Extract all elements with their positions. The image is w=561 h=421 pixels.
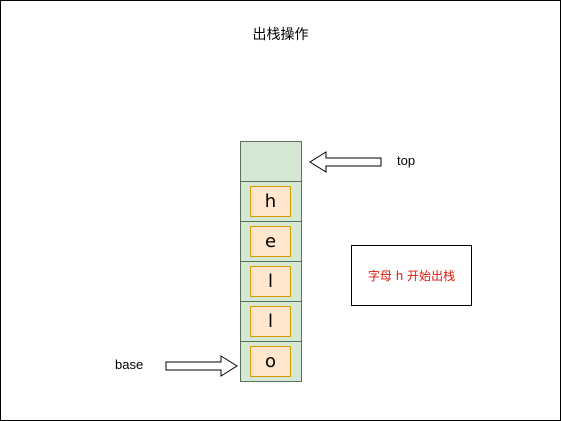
stack-letter: h	[250, 186, 291, 217]
note-text: 字母 h 开始出栈	[367, 269, 456, 283]
top-label: top	[397, 153, 416, 168]
stack-letter: l	[250, 306, 291, 337]
top-pointer-arrow-icon	[309, 151, 382, 173]
diagram-title: 出栈操作	[252, 27, 309, 43]
note-box: 字母 h 开始出栈	[351, 245, 472, 306]
base-label: base	[115, 357, 144, 372]
stack-cell-1: h	[240, 181, 302, 222]
stack-empty-top-cell	[240, 141, 302, 182]
stack-cell-5: o	[240, 341, 302, 382]
stack-cell-2: e	[240, 221, 302, 262]
stack-letter: o	[250, 346, 291, 377]
stack-letter: l	[250, 266, 291, 297]
stack-cell-3: l	[240, 261, 302, 302]
base-pointer-arrow-icon	[165, 355, 238, 377]
stack-cell-4: l	[240, 301, 302, 342]
stack-letter: e	[250, 226, 291, 257]
